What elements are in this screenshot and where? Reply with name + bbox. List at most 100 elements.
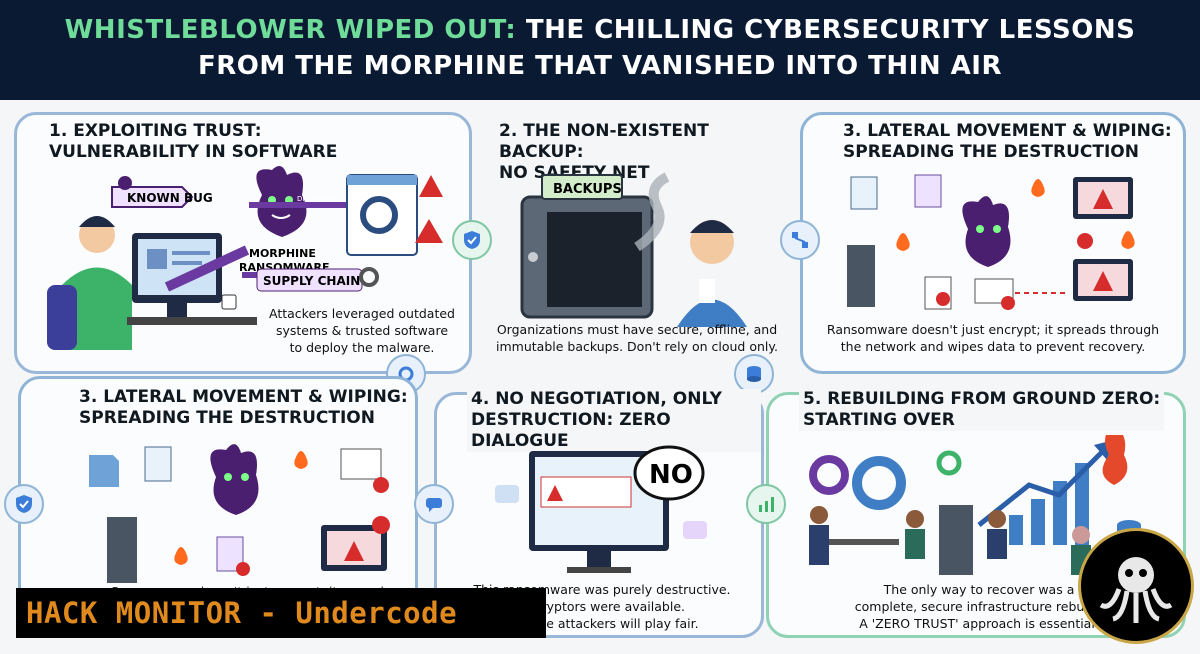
page-title-line2: FROM THE MORPHINE THAT VANISHED INTO THI…	[198, 51, 1002, 81]
document-icon	[144, 446, 172, 482]
bug-icon	[118, 176, 132, 190]
panel-title-line1: 5. REBUILDING FROM GROUND ZERO:	[803, 389, 1161, 409]
panel-caption: Ransomware doesn't just encrypt; it spre…	[803, 321, 1183, 355]
panel-non-existent-backup: 2. THE NON-EXISTENT BACKUP:NO SAFETY NET…	[484, 112, 784, 374]
brand-label: HACK MONITOR - Undercode	[26, 596, 458, 630]
connector-shield-icon	[452, 220, 492, 260]
caption-line: The only way to recover was a	[883, 582, 1075, 597]
connector-shield-icon	[4, 484, 44, 524]
panel-title: 3. LATERAL MOVEMENT & WIPING:SPREADING T…	[79, 387, 408, 429]
panel4-illustration	[89, 444, 390, 583]
caption-line: A 'ZERO TRUST' approach is essential.	[859, 616, 1099, 631]
connector-chart-icon	[746, 484, 786, 524]
panel-title-line2: VULNERABILITY IN SOFTWARE	[49, 142, 338, 162]
panel5-illustration: NO	[495, 445, 707, 573]
panel-title-line1: 3. LATERAL MOVEMENT & WIPING:	[843, 121, 1172, 141]
connector-network-icon	[780, 220, 820, 260]
browser-window-icon	[346, 174, 418, 256]
backups-label: BACKUPS	[553, 182, 622, 197]
panel-title-line2: SPREADING THE DESTRUCTION	[79, 408, 375, 428]
connector-gear-icon	[386, 354, 426, 394]
header-banner: WHISTLEBLOWER WIPED OUT: THE CHILLING CY…	[0, 0, 1200, 100]
panel-title-line2: STARTING OVER	[803, 410, 955, 430]
caption-line: decryptors were available.	[519, 599, 685, 614]
worker-icon	[1072, 526, 1090, 544]
caption-line: systems & trusted software	[275, 323, 449, 338]
label-morphine: MORPHINE	[249, 247, 316, 260]
document-icon	[914, 174, 942, 208]
phoenix-icon	[1102, 435, 1128, 485]
backup-vault-icon: BACKUPS	[520, 174, 654, 319]
panel-title: 2. THE NON-EXISTENT BACKUP:NO SAFETY NET	[499, 121, 781, 184]
worker-icon	[810, 506, 828, 524]
browser-window-icon	[340, 448, 382, 480]
chat-icon	[495, 485, 519, 503]
octopus-emblem	[1099, 557, 1173, 623]
panel-exploiting-trust: 1. EXPLOITING TRUST:VULNERABILITY IN SOF…	[14, 112, 472, 374]
caption-line: Attackers leveraged outdated	[269, 306, 455, 321]
tag-known-bug: KNOWN BUG	[127, 191, 213, 205]
panel-title-line2: SPREADING THE DESTRUCTION	[843, 142, 1139, 162]
caption-line: the network and wipes data to prevent re…	[840, 339, 1146, 354]
fire-icon	[294, 451, 308, 469]
panel-caption: Organizations must have secure, offline,…	[487, 321, 787, 355]
caption-line: immutable backups. Don't rely on cloud o…	[496, 339, 778, 354]
caption-line: Organizations must have secure, offline,…	[496, 322, 778, 337]
panel2-illustration: BACKUPS	[520, 172, 747, 327]
fire-icon	[1121, 231, 1135, 249]
fire-icon	[174, 547, 188, 565]
warning-icon	[419, 175, 443, 197]
panel-lateral-movement-top: 3. LATERAL MOVEMENT & WIPING:SPREADING T…	[800, 112, 1186, 374]
malware-monster-icon	[210, 444, 259, 515]
panel-title-line1: 3. LATERAL MOVEMENT & WIPING:	[79, 387, 408, 407]
error-icon	[1077, 233, 1093, 249]
panel3-illustration	[847, 174, 1135, 310]
server-icon	[107, 517, 137, 583]
worker-icon	[906, 510, 924, 528]
speech-bubble	[633, 445, 705, 501]
growth-bar	[1009, 515, 1023, 545]
panel-title-line1: 2. THE NON-EXISTENT BACKUP:	[499, 121, 709, 162]
panel-caption: Attackers leveraged outdated systems & t…	[257, 305, 467, 356]
panel-title-line1: 4. NO NEGOTIATION, ONLY	[471, 389, 722, 409]
gear-icon	[809, 455, 849, 495]
caption-line: to deploy the malware.	[289, 340, 435, 355]
gear-icon	[359, 267, 379, 287]
malware-monster-icon	[962, 196, 1011, 267]
coffee-mug-icon	[221, 294, 237, 310]
panel6-illustration	[809, 435, 1141, 575]
caption-line: complete, secure infrastructure rebuild.	[854, 599, 1104, 614]
folder-icon	[89, 455, 119, 487]
server-icon	[847, 245, 875, 307]
panel-title-line2: DESTRUCTION: ZERO DIALOGUE	[471, 410, 671, 451]
smoke-icon	[634, 172, 670, 252]
server-rack-icon	[939, 505, 973, 575]
octopus-logo-icon	[1078, 528, 1194, 644]
panel-caption: The only way to recover was a complete, …	[839, 581, 1119, 632]
worker-icon	[988, 510, 1006, 528]
panel-title: 3. LATERAL MOVEMENT & WIPING:SPREADING T…	[843, 121, 1172, 163]
warning-icon	[415, 219, 443, 243]
brand-watermark: HACK MONITOR - Undercode	[16, 588, 546, 638]
worried-person-icon	[677, 220, 747, 327]
connector-database-icon	[734, 354, 774, 394]
panel-title-line1: 1. EXPLOITING TRUST:	[49, 121, 262, 141]
page-title-accent: WHISTLEBLOWER WIPED OUT:	[64, 15, 517, 45]
page-title-rest: THE CHILLING CYBERSECURITY LESSONS	[516, 15, 1136, 45]
caption-line: Ransomware doesn't just encrypt; it spre…	[826, 322, 1160, 337]
connector-chat-icon	[414, 484, 454, 524]
panel1-illustration: KNOWN BUG MORPHINE RANSOMWARE DRAWLINE S…	[47, 166, 443, 350]
gear-icon	[852, 456, 906, 510]
panel-title: 1. EXPLOITING TRUST:VULNERABILITY IN SOF…	[49, 121, 337, 163]
gear-icon	[936, 450, 962, 476]
tag-supply-chain: SUPPLY CHAIN	[263, 274, 360, 288]
fire-icon	[896, 233, 910, 251]
chat-icon	[683, 521, 707, 539]
label-drawline: DRAWLINE	[297, 195, 334, 203]
caption-line: assume attackers will play fair.	[505, 616, 699, 631]
person-at-desk-icon	[47, 216, 132, 350]
page-title: WHISTLEBLOWER WIPED OUT: THE CHILLING CY…	[0, 12, 1200, 48]
bubble-no: NO	[649, 460, 693, 490]
growth-arrow-icon	[977, 443, 1111, 527]
